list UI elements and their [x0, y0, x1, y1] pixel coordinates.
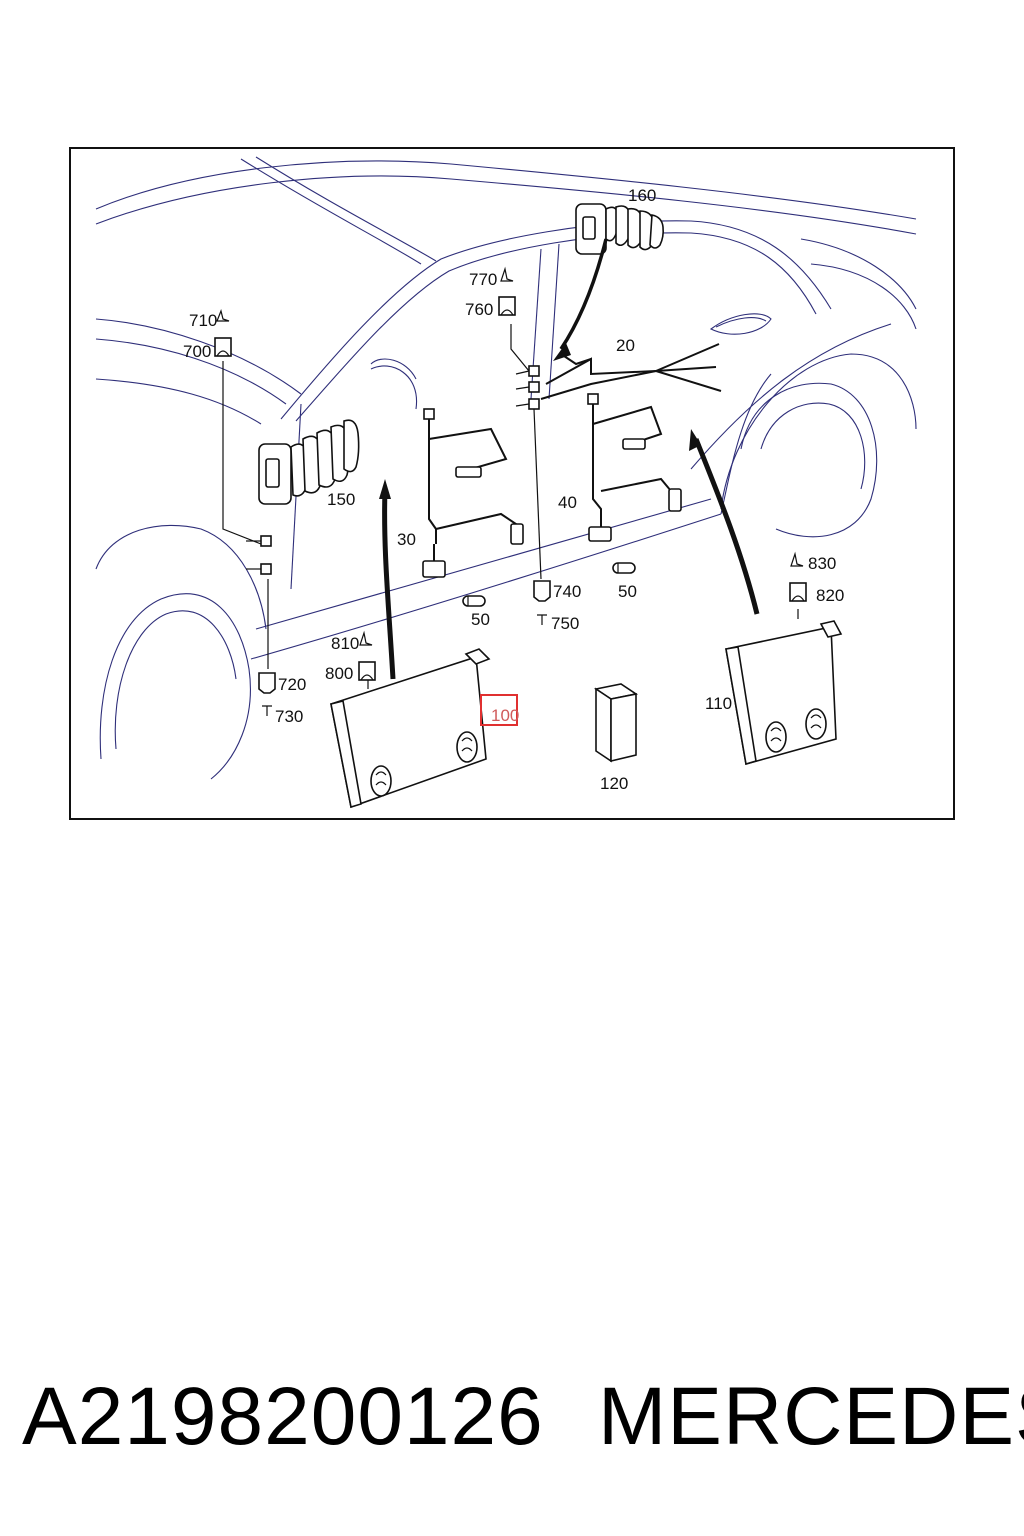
control-unit-100: [330, 648, 491, 809]
callout-50-rear: 50: [618, 582, 637, 601]
parts-diagram-svg: 160 20 770 760 710 700 150 30 40 50 50 7…: [95, 156, 917, 809]
callout-730: 730: [275, 707, 303, 726]
callout-100: 100: [491, 706, 519, 725]
callout-760: 760: [465, 300, 493, 319]
arrows: [379, 238, 760, 680]
callout-770: 770: [469, 270, 497, 289]
door-bellows-front: [258, 419, 360, 505]
callout-160: 160: [628, 186, 656, 205]
door-bellows-rear: [575, 203, 664, 255]
wiring-harness-front-door: [422, 408, 524, 578]
callout-120: 120: [600, 774, 628, 793]
callout-labels: 160 20 770 760 710 700 150 30 40 50 50 7…: [183, 186, 844, 793]
callout-30: 30: [397, 530, 416, 549]
callout-720: 720: [278, 675, 306, 694]
part-number: A2198200126: [22, 1371, 544, 1462]
callout-40: 40: [558, 493, 577, 512]
leader-lines: [222, 324, 799, 689]
callout-800: 800: [325, 664, 353, 683]
relay-120: [593, 683, 639, 763]
brand-name: MERCEDES: [598, 1371, 1024, 1462]
callout-710: 710: [189, 311, 217, 330]
connector-symbols: [214, 266, 807, 716]
callout-810: 810: [331, 634, 359, 653]
callout-830: 830: [808, 554, 836, 573]
callout-820: 820: [816, 586, 844, 605]
callout-740: 740: [553, 582, 581, 601]
callout-50-front: 50: [471, 610, 490, 629]
callout-750: 750: [551, 614, 579, 633]
highlight-box: [480, 694, 518, 726]
control-unit-110: [725, 620, 843, 766]
callout-150: 150: [327, 490, 355, 509]
callout-20: 20: [616, 336, 635, 355]
parts-diagram: 160 20 770 760 710 700 150 30 40 50 50 7…: [69, 147, 955, 820]
callout-110: 110: [705, 694, 732, 713]
wiring-harness-rear-door: [587, 393, 682, 542]
car-outline: [95, 156, 917, 780]
bulb-parts: [462, 562, 636, 607]
callout-700: 700: [183, 342, 211, 361]
